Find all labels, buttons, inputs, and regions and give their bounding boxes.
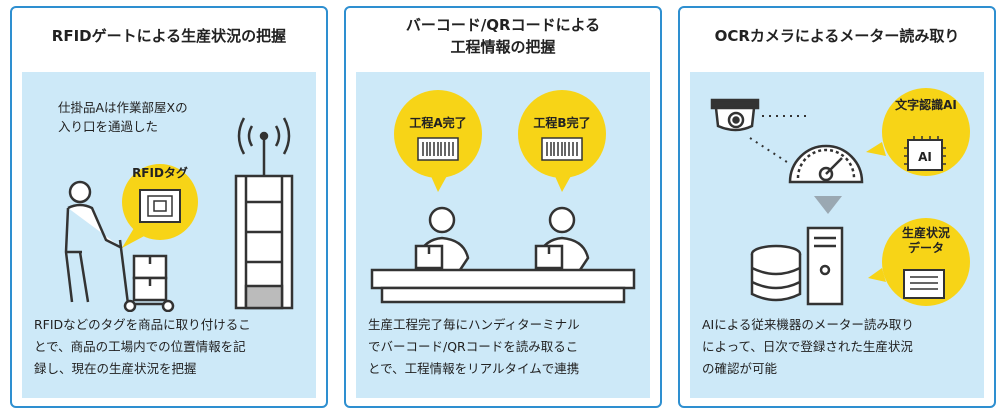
ai-bubble bbox=[866, 88, 970, 176]
panel-title: OCRカメラによるメーター読み取り bbox=[714, 27, 960, 45]
panel-title: RFIDゲートによる生産状況の把握 bbox=[51, 27, 287, 45]
illustration-area: 仕掛品Aは作業部屋Xの 入り口を通過した bbox=[22, 72, 316, 398]
worker-a-icon bbox=[414, 206, 470, 271]
panel-description: 生産工程完了毎にハンディターミナル でバーコード/QRコードを読み取るこ とで、… bbox=[368, 317, 580, 376]
rfid-tag-label: RFIDタグ bbox=[132, 166, 188, 180]
status-note: 仕掛品Aは作業部屋Xの 入り口を通過した bbox=[58, 100, 188, 134]
worker-icon bbox=[64, 180, 123, 303]
database-icon bbox=[750, 244, 802, 302]
rfid-tag-bubble bbox=[122, 164, 198, 248]
server-icon bbox=[806, 226, 844, 306]
process-a-label: 工程A完了 bbox=[409, 116, 467, 130]
rfid-gate-icon bbox=[234, 117, 294, 310]
dotted-line bbox=[749, 115, 806, 165]
process-b-label: 工程B完了 bbox=[533, 116, 591, 130]
production-data-label: 生産状況 データ bbox=[901, 226, 950, 255]
meter-icon bbox=[788, 144, 864, 184]
ocr-illustration bbox=[710, 88, 970, 306]
panel-title: バーコード/QRコードによる 工程情報の把握 bbox=[405, 16, 601, 56]
process-a-bubble bbox=[394, 90, 482, 192]
illustration-area: 工程A完了 工程B完了 生産工程完了毎にハンディターミナル でバーコード/QRコ… bbox=[356, 72, 650, 398]
panel-description: RFIDなどのタグを商品に取り付けるこ とで、商品の工場内での位置情報を記 録し… bbox=[34, 317, 251, 376]
data-bubble bbox=[868, 218, 970, 306]
ocr-ai-label: 文字認識AI bbox=[895, 98, 957, 112]
ai-chip-label: AI bbox=[918, 150, 932, 164]
panel-ocr-camera: OCRカメラによるメーター読み取り bbox=[678, 6, 996, 408]
worker-b-icon bbox=[534, 206, 590, 271]
down-arrow bbox=[814, 196, 842, 214]
panel-description: AIによる従来機器のメーター読み取り によって、日次で登録された生産状況 の確認… bbox=[702, 317, 914, 376]
illustration-area: 文字認識AI AI 生産状況 データ AIによる従来機器のメーター読み取り によ… bbox=[690, 72, 984, 398]
cart-icon bbox=[118, 239, 175, 312]
camera-icon bbox=[710, 98, 760, 132]
panel-barcode-qr: バーコード/QRコードによる 工程情報の把握 bbox=[344, 6, 662, 408]
panel-rfid-gate: RFIDゲートによる生産状況の把握 仕掛品Aは作業部屋Xの 入り口を通過した bbox=[10, 6, 328, 408]
rfid-illustration bbox=[64, 117, 294, 312]
conveyor-icon bbox=[370, 268, 636, 304]
barcode-illustration bbox=[370, 90, 636, 304]
process-b-bubble bbox=[518, 90, 606, 192]
